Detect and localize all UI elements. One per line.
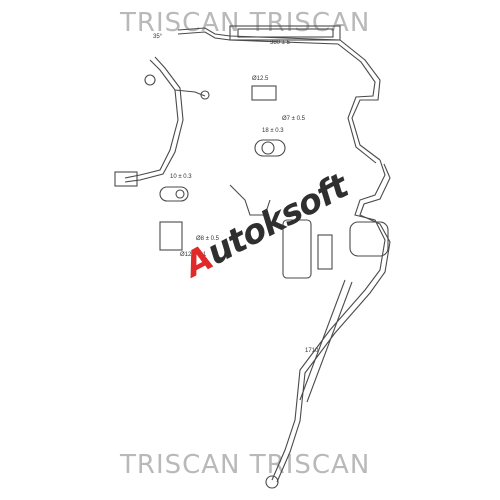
fitting-left-bottom (114, 171, 138, 187)
hose-top (177, 27, 381, 161)
fitting-bottom (265, 475, 279, 489)
hose-right (271, 159, 386, 481)
watermark-bottom: TRISCAN TRISCAN (120, 450, 371, 480)
receiver-drier (282, 219, 312, 279)
dim-long: 1710 (305, 348, 319, 354)
dim-fitting2: Ø7 ± 0.5 (282, 116, 306, 122)
dim-top: 380 ± 5 (270, 40, 291, 46)
fitting-left-top (144, 74, 156, 86)
watermark-top: TRISCAN TRISCAN (120, 8, 371, 38)
accumulator (349, 221, 389, 257)
dim-angle: 35° (153, 34, 163, 40)
dim-fitting4: Ø12.8 ± 1 (180, 252, 207, 258)
tube-long (299, 279, 346, 401)
fitting-detail-2 (159, 186, 189, 202)
dim-bracket: 18 ± 0.3 (262, 128, 284, 134)
fitting-detail-1 (251, 85, 277, 101)
hose-left (124, 59, 179, 179)
hose-top-inner (177, 31, 377, 164)
dim-small: 10 ± 0.3 (170, 174, 192, 180)
corrugated-sleeve (229, 25, 341, 41)
dim-fitting1: Ø12.5 (252, 76, 269, 82)
dim-fitting3: Ø8 ± 0.5 (196, 236, 220, 242)
